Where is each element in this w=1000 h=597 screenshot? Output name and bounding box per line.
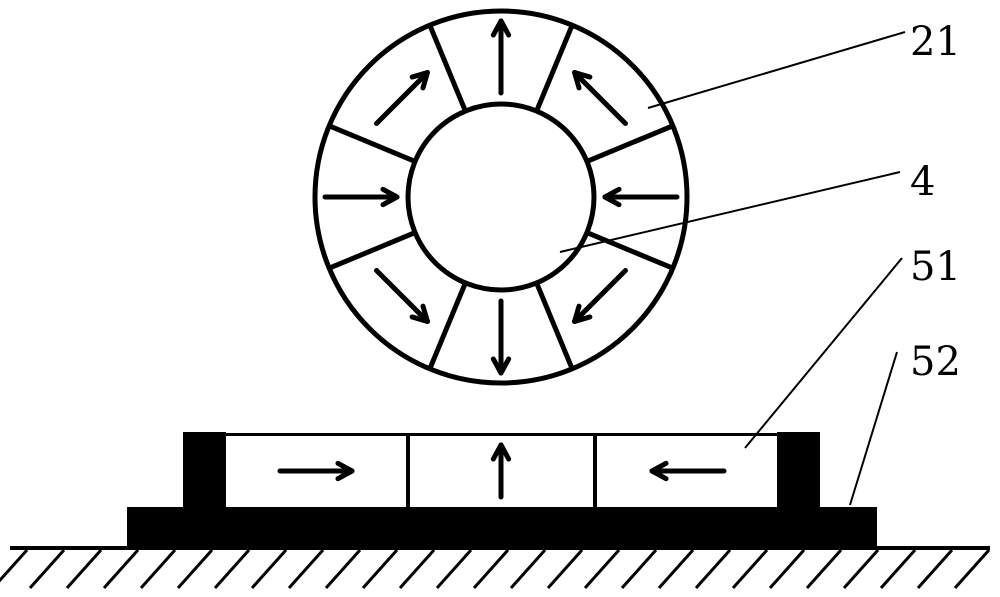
hatch-line <box>363 550 397 588</box>
ground-hatching <box>0 550 989 588</box>
hatch-line <box>215 550 249 588</box>
segment-divider <box>430 283 466 369</box>
hatch-line <box>881 550 915 588</box>
hatch-line <box>289 550 323 588</box>
hatch-line <box>659 550 693 588</box>
arrow-icon <box>575 271 626 322</box>
hatch-line <box>511 550 545 588</box>
hatch-line <box>585 550 619 588</box>
segment-divider <box>537 283 573 369</box>
hatch-line <box>622 550 656 588</box>
hatch-line <box>400 550 434 588</box>
base-plate-52 <box>127 507 877 547</box>
segment-divider <box>587 233 673 269</box>
hatch-line <box>67 550 101 588</box>
inner-core-4 <box>408 104 594 290</box>
label-21: 21 <box>910 19 961 65</box>
arrow-icon <box>377 73 428 124</box>
hatch-line <box>326 550 360 588</box>
arrow-icon <box>605 189 677 204</box>
hatch-line <box>252 550 286 588</box>
arrow-icon <box>377 271 428 322</box>
linear-magnetization-arrows <box>280 445 724 497</box>
hatch-line <box>955 550 989 588</box>
left-post <box>183 432 226 508</box>
leader-line-4 <box>560 172 900 252</box>
segment-divider <box>329 233 415 269</box>
hatch-line <box>30 550 64 588</box>
top-bar <box>226 433 777 436</box>
arrow-icon <box>280 463 352 478</box>
label-51: 51 <box>910 244 961 290</box>
right-post <box>777 432 820 508</box>
arrow-icon <box>325 189 397 204</box>
label-52: 52 <box>910 339 961 385</box>
hatch-line <box>807 550 841 588</box>
hatch-line <box>548 550 582 588</box>
hatch-line <box>437 550 471 588</box>
segment-divider <box>587 126 673 162</box>
segment-divider <box>329 126 415 162</box>
arrow-icon <box>493 301 508 373</box>
hatch-line <box>844 550 878 588</box>
hatch-line <box>104 550 138 588</box>
segment-divider <box>537 25 573 111</box>
arrow-icon <box>493 21 508 93</box>
ring-magnetization-arrows <box>325 21 677 373</box>
arrow-icon <box>493 445 508 497</box>
hatch-line <box>918 550 952 588</box>
hatch-line <box>733 550 767 588</box>
hatch-line <box>474 550 508 588</box>
hatch-line <box>0 550 27 588</box>
leader-line-52 <box>850 352 897 505</box>
hatch-line <box>178 550 212 588</box>
arrow-icon <box>652 463 724 478</box>
hatch-line <box>696 550 730 588</box>
label-4: 4 <box>910 159 935 205</box>
segment-divider <box>430 25 466 111</box>
leader-line-51 <box>745 258 902 448</box>
arrow-icon <box>575 73 626 124</box>
hatch-line <box>141 550 175 588</box>
leader-line-21 <box>648 32 905 108</box>
hatch-line <box>770 550 804 588</box>
